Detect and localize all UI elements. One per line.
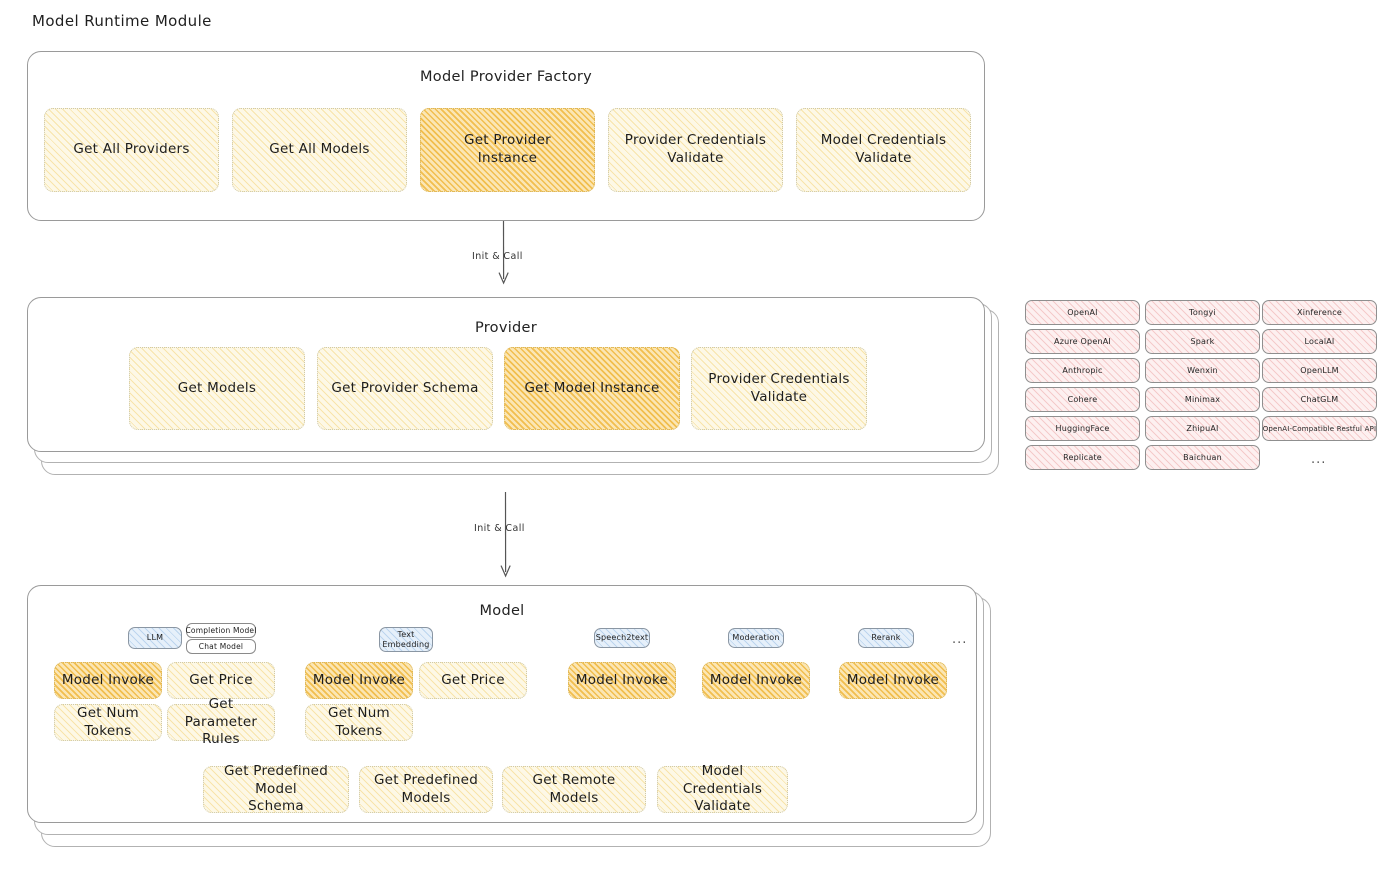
provider-chip-baichuan[interactable]: Baichuan [1145,445,1260,470]
provider-chip-azure-openai[interactable]: Azure OpenAI [1025,329,1140,354]
node-get-model-instance[interactable]: Get Model Instance [504,347,680,430]
model-provider-factory-title: Model Provider Factory [419,69,593,85]
node-get-provider-schema[interactable]: Get Provider Schema [317,347,493,430]
provider-chip-replicate[interactable]: Replicate [1025,445,1140,470]
node-text-embedding-get-num-tokens[interactable]: Get Num Tokens [305,704,413,741]
provider-chip-openai-compatible-restful-api[interactable]: OpenAI-Compatible Restful API [1262,416,1377,441]
node-llm-model-invoke[interactable]: Model Invoke [54,662,162,699]
provider-chip-cohere[interactable]: Cohere [1025,387,1140,412]
provider-chip-openllm[interactable]: OpenLLM [1262,358,1377,383]
provider-list-more: ... [1311,452,1327,467]
model-subtag-completion-model[interactable]: Completion Model [185,623,256,638]
provider-chip-openai[interactable]: OpenAI [1025,300,1140,325]
model-type-tag-moderation[interactable]: Moderation [728,628,784,648]
provider-chip-anthropic[interactable]: Anthropic [1025,358,1140,383]
model-type-tag-speech2text[interactable]: Speech2text [594,628,650,648]
node-get-models[interactable]: Get Models [129,347,305,430]
arrow-factory-to-provider [498,220,509,285]
provider-chip-huggingface[interactable]: HuggingFace [1025,416,1140,441]
model-subtag-chat-model[interactable]: Chat Model [186,639,256,654]
provider-chip-zhipuai[interactable]: ZhipuAI [1145,416,1260,441]
model-type-tag-llm[interactable]: LLM [128,627,182,649]
provider-chip-localai[interactable]: LocalAI [1262,329,1377,354]
provider-chip-minimax[interactable]: Minimax [1145,387,1260,412]
provider-chip-spark[interactable]: Spark [1145,329,1260,354]
page-title: Model Runtime Module [32,12,212,30]
provider-chip-tongyi[interactable]: Tongyi [1145,300,1260,325]
model-title: Model [479,603,525,619]
provider-chip-xinference[interactable]: Xinference [1262,300,1377,325]
node-llm-get-price[interactable]: Get Price [167,662,275,699]
node-get-all-providers[interactable]: Get All Providers [44,108,219,192]
node-moderation-model-invoke[interactable]: Model Invoke [702,662,810,699]
node-get-remote-models[interactable]: Get Remote Models [502,766,646,813]
node-rerank-model-invoke[interactable]: Model Invoke [839,662,947,699]
node-speech2text-model-invoke[interactable]: Model Invoke [568,662,676,699]
node-llm-get-num-tokens[interactable]: Get Num Tokens [54,704,162,741]
provider-chip-wenxin[interactable]: Wenxin [1145,358,1260,383]
provider-title: Provider [474,320,538,336]
model-types-more: ... [952,632,968,647]
node-text-embedding-model-invoke[interactable]: Model Invoke [305,662,413,699]
node-get-all-models[interactable]: Get All Models [232,108,407,192]
arrow-label-init-call-1: Init & Call [472,251,523,262]
node-text-embedding-get-price[interactable]: Get Price [419,662,527,699]
arrow-label-init-call-2: Init & Call [474,523,525,534]
arrow-provider-to-model [500,491,511,578]
model-type-tag-rerank[interactable]: Rerank [858,628,914,648]
provider-chip-chatglm[interactable]: ChatGLM [1262,387,1377,412]
